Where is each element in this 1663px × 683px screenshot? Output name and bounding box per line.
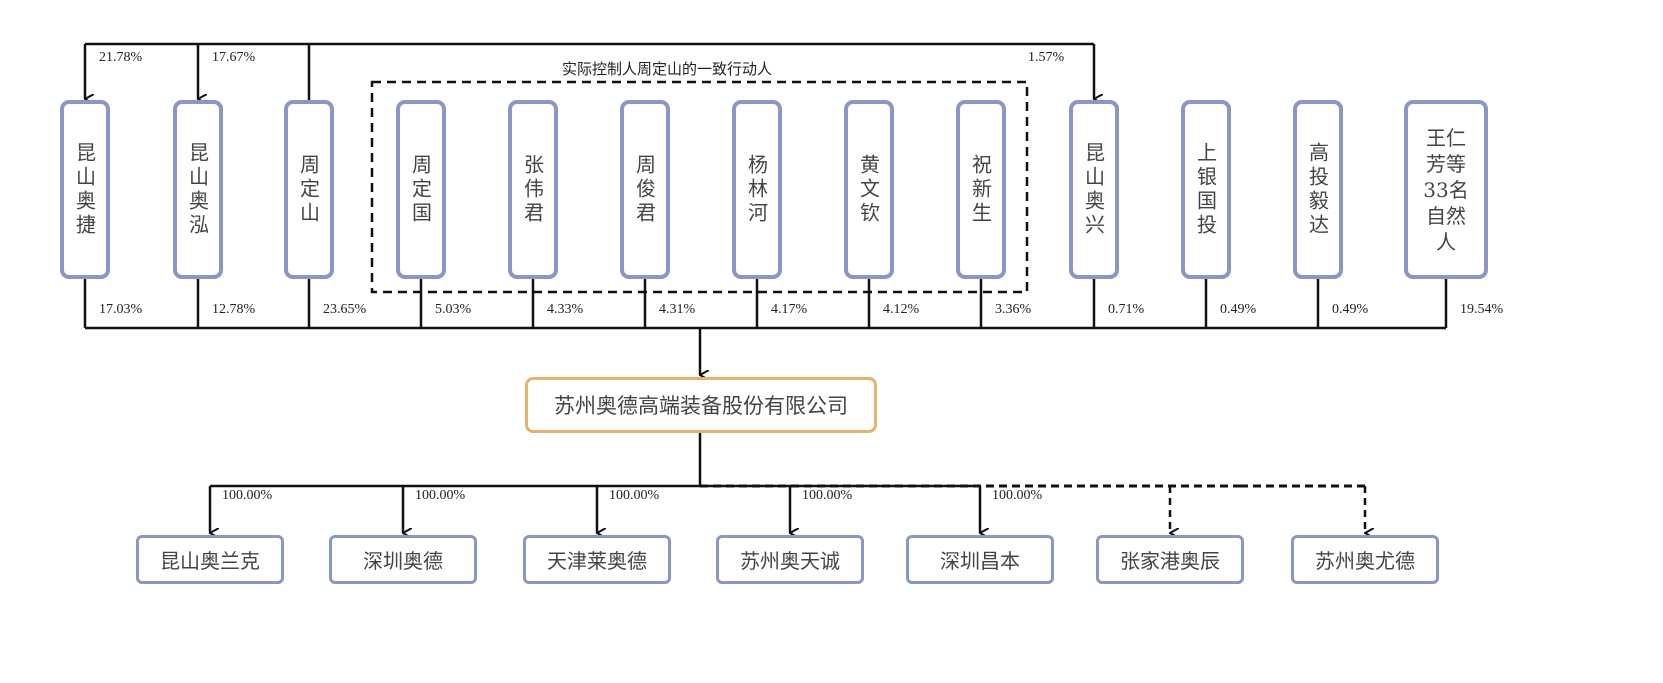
subsidiary-percent: 100.00% [609,488,660,503]
shareholder-name: 周定国 [408,153,433,226]
subsidiary-box[interactable]: 昆山奥兰克 [136,535,284,584]
cross-holding-percent: 1.57% [1028,50,1065,65]
concert-party-group-box [370,80,1029,294]
subsidiary-percent: 100.00% [992,488,1043,503]
shareholder-name: 昆山奥兴 [1081,141,1106,238]
shareholder-name: 周定山 [296,153,321,226]
shareholder-box[interactable]: 昆山奥泓 [173,100,223,279]
shareholder-name: 昆山奥泓 [185,141,210,238]
subsidiary-box[interactable]: 天津莱奥德 [523,535,671,584]
company-name: 苏州奥德高端装备股份有限公司 [554,394,848,418]
subsidiary-percent: 100.00% [222,488,273,503]
subsidiary-box[interactable]: 苏州奥尤德 [1291,535,1439,584]
shareholding-percent: 3.36% [995,302,1032,317]
shareholder-box[interactable]: 高投毅达 [1293,100,1343,279]
subsidiary-name: 深圳昌本 [940,549,1020,573]
shareholding-percent: 23.65% [323,302,367,317]
subsidiary-name: 深圳奥德 [363,549,443,573]
shareholding-percent: 4.12% [883,302,920,317]
shareholder-name: 王仁芳等33名自然人 [1423,125,1469,254]
shareholder-name: 张伟君 [520,153,545,226]
cross-holding-percent: 21.78% [99,50,143,65]
cross-holding-percent: 17.67% [212,50,256,65]
shareholder-name: 上银国投 [1193,141,1218,238]
subsidiary-name: 天津莱奥德 [547,549,647,573]
shareholder-name: 周俊君 [632,153,657,226]
shareholding-percent: 5.03% [435,302,472,317]
shareholder-box[interactable]: 上银国投 [1181,100,1231,279]
shareholder-name: 杨林河 [744,153,769,226]
subsidiary-box[interactable]: 深圳奥德 [329,535,477,584]
company-box[interactable]: 苏州奥德高端装备股份有限公司 [525,377,877,433]
shareholding-percent: 4.33% [547,302,584,317]
shareholder-box[interactable]: 王仁芳等33名自然人 [1404,100,1488,279]
shareholder-box[interactable]: 杨林河 [732,100,782,279]
shareholder-name: 昆山奥捷 [72,141,97,238]
subsidiary-name: 苏州奥尤德 [1315,549,1415,573]
shareholding-percent: 4.17% [771,302,808,317]
subsidiary-box[interactable]: 张家港奥辰 [1096,535,1244,584]
shareholder-box[interactable]: 黄文钦 [844,100,894,279]
shareholder-box[interactable]: 昆山奥捷 [60,100,110,279]
subsidiary-box[interactable]: 苏州奥天诚 [716,535,864,584]
shareholder-name: 黄文钦 [856,153,881,226]
shareholding-percent: 17.03% [99,302,143,317]
shareholder-box[interactable]: 周定国 [396,100,446,279]
shareholder-name: 祝新生 [968,153,993,226]
shareholder-box[interactable]: 祝新生 [956,100,1006,279]
shareholding-percent: 0.71% [1108,302,1145,317]
shareholder-box[interactable]: 周俊君 [620,100,670,279]
subsidiary-percent: 100.00% [802,488,853,503]
group-label: 实际控制人周定山的一致行动人 [562,60,773,78]
shareholding-percent: 4.31% [659,302,696,317]
subsidiary-name: 张家港奥辰 [1120,549,1220,573]
subsidiary-percent: 100.00% [415,488,466,503]
shareholding-percent: 0.49% [1332,302,1369,317]
shareholding-percent: 19.54% [1460,302,1504,317]
subsidiary-name: 苏州奥天诚 [740,549,840,573]
shareholder-box[interactable]: 周定山 [284,100,334,279]
shareholder-box[interactable]: 张伟君 [508,100,558,279]
shareholding-percent: 12.78% [212,302,256,317]
shareholding-percent: 0.49% [1220,302,1257,317]
shareholder-name: 高投毅达 [1305,141,1330,238]
shareholder-box[interactable]: 昆山奥兴 [1069,100,1119,279]
subsidiary-box[interactable]: 深圳昌本 [906,535,1054,584]
subsidiary-name: 昆山奥兰克 [160,549,260,573]
